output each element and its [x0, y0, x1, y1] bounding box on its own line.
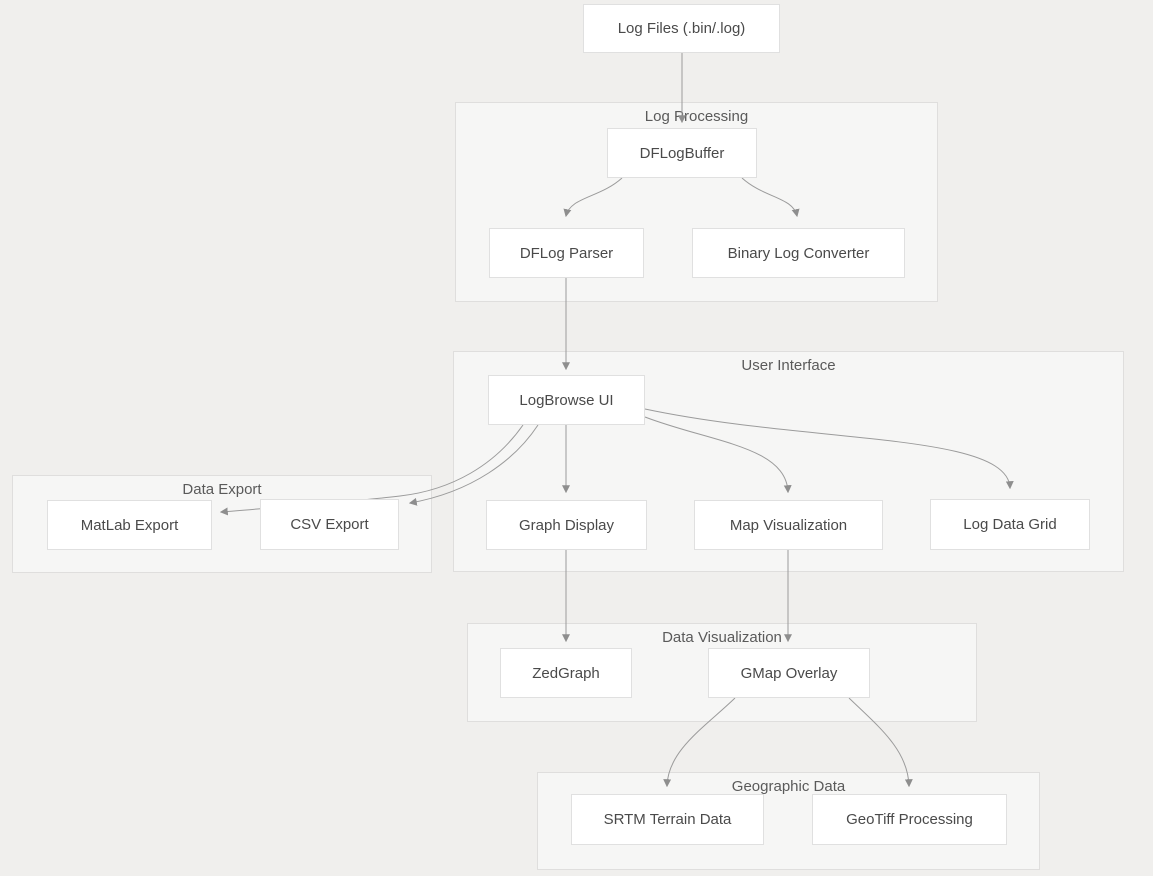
group-title-user-interface: User Interface [741, 357, 836, 374]
node-label: GeoTiff Processing [846, 811, 973, 828]
group-title-log-processing: Log Processing [644, 108, 749, 125]
node-binary-log-converter: Binary Log Converter [692, 228, 905, 278]
edge-dflogbuffer-dflog-parser [563, 177, 623, 218]
node-geotiff-processing: GeoTiff Processing [812, 794, 1007, 845]
node-csv-export: CSV Export [260, 499, 399, 550]
node-label: SRTM Terrain Data [603, 811, 732, 828]
edge-logbrowse-ui-map-visualization [644, 416, 792, 494]
node-label: DFLog Parser [519, 244, 614, 262]
node-logbrowse-ui: LogBrowse UI [488, 375, 645, 425]
node-map-visualization: Map Visualization [694, 500, 883, 550]
node-srtm-terrain-data: SRTM Terrain Data [571, 794, 764, 845]
edge-logbrowse-ui-csv-export [408, 424, 539, 506]
group-title-data-export: Data Export [182, 481, 262, 498]
node-graph-display: Graph Display [486, 500, 647, 550]
node-matlab-export: MatLab Export [47, 500, 212, 550]
group-title-data-visualization: Data Visualization [662, 629, 782, 646]
group-title-geographic-data: Geographic Data [731, 778, 846, 795]
node-zedgraph: ZedGraph [500, 648, 632, 698]
node-label: CSV Export [290, 516, 369, 533]
node-label: LogBrowse UI [519, 391, 614, 409]
edge-gmap-overlay-srtm-terrain-data [663, 697, 736, 788]
node-label: MatLab Export [80, 516, 179, 534]
node-log-data-grid: Log Data Grid [930, 499, 1090, 550]
node-label: GMap Overlay [740, 664, 838, 682]
node-label: Log Data Grid [963, 516, 1057, 533]
node-log-files: Log Files (.bin/.log) [583, 4, 780, 53]
node-label: Map Visualization [729, 516, 848, 534]
edge-gmap-overlay-geotiff-processing [848, 697, 913, 788]
node-label: Graph Display [518, 516, 615, 534]
node-label: Binary Log Converter [727, 244, 870, 262]
node-dflog-parser: DFLog Parser [489, 228, 644, 278]
edge-logbrowse-ui-log-data-grid [644, 408, 1014, 490]
node-label: DFLogBuffer [639, 144, 725, 162]
edge-dflogbuffer-binary-log-converter [741, 177, 800, 218]
node-label: Log Files (.bin/.log) [617, 20, 746, 37]
node-gmap-overlay: GMap Overlay [708, 648, 870, 698]
node-dflogbuffer: DFLogBuffer [607, 128, 757, 178]
node-label: ZedGraph [532, 664, 600, 682]
